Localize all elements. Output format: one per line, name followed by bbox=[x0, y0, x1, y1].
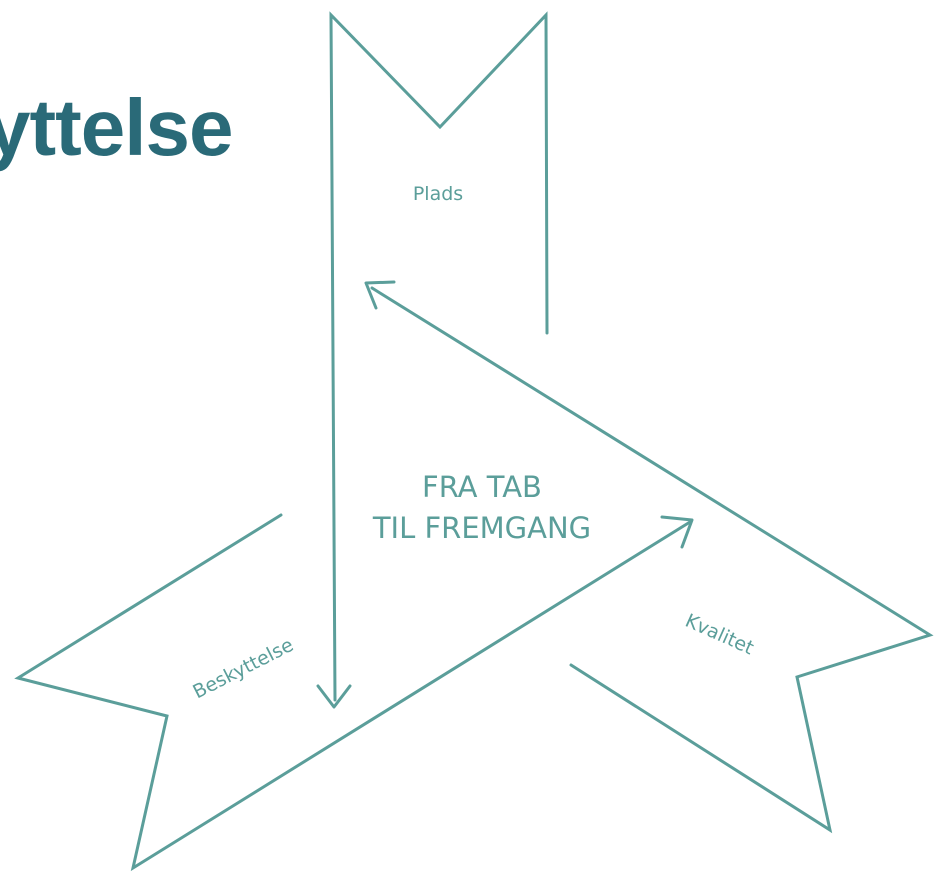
kvalitet-ribbon bbox=[372, 288, 930, 830]
beskyttelse-arrowhead bbox=[662, 517, 692, 547]
center-text-line1: FRA TAB bbox=[422, 470, 542, 504]
plads-label: Plads bbox=[413, 183, 463, 205]
kvalitet-label: Kvalitet bbox=[682, 610, 757, 660]
beskyttelse-ribbon bbox=[18, 515, 690, 868]
center-text-line2: TIL FREMGANG bbox=[372, 511, 591, 545]
beskyttelse-label: Beskyttelse bbox=[189, 634, 297, 703]
plads-ribbon bbox=[331, 15, 547, 700]
kvalitet-arrowhead bbox=[366, 282, 394, 308]
